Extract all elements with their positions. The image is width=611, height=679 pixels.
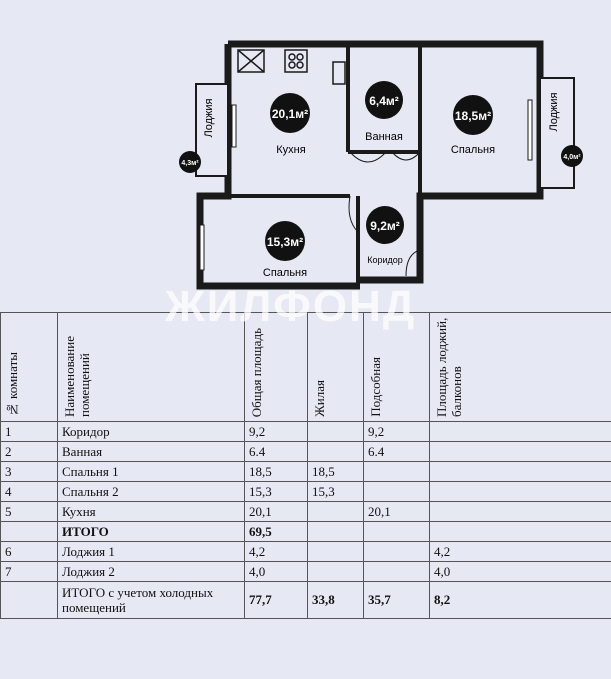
cell-aux [363,541,430,562]
room-corridor-name: Коридор [367,255,403,265]
floor-plan: 20,1м² Кухня 6,4м² Ванная 18,5м² Спальня… [179,40,583,290]
loggia-left-area: 4,3м² [181,160,199,167]
loggia-left [195,83,229,177]
cell-name: Ванная [57,441,245,462]
table-row: 3 Спальня 1 18,5 18,5 [0,461,611,482]
loggia-right-area: 4,0м² [563,154,581,161]
cell-living [307,501,364,522]
room-kitchen: 20,1м² Кухня [270,93,310,156]
cell-num: 4 [0,481,58,502]
cell-loggia [429,521,611,542]
cell-num: 6 [0,541,58,562]
cell-living [307,441,364,462]
grand-total-total: 77,7 [244,581,308,619]
cell-aux: 20,1 [363,501,430,522]
table-row: 2 Ванная 6.4 6.4 [0,441,611,462]
cell-aux: 9,2 [363,421,430,442]
room-bedroom-2: 15,3м² Спальня [263,221,307,279]
loggia-left-name: Лоджия [203,98,215,137]
walls [196,40,544,290]
cell-total: 6.4 [244,441,308,462]
itogo-total: 69,5 [244,521,308,542]
cell-living: 18,5 [307,461,364,482]
cell-name: Коридор [57,421,245,442]
grand-total-row: ИТОГО с учетом холодных помещений 77,7 3… [0,581,611,619]
cell-living: 15,3 [307,481,364,502]
explication-table-wrapper: № комнаты Наименование помещений Общая п… [0,312,611,679]
cell-loggia: 4,0 [429,561,611,582]
room-kitchen-area: 20,1м² [272,107,308,121]
cell-num [0,521,58,542]
cell-num [0,581,58,619]
cell-name: Лоджия 2 [57,561,245,582]
header-room-number: № комнаты [0,312,58,422]
room-bathroom-area: 6,4м² [369,94,399,108]
cell-living [307,561,364,582]
room-bedroom-2-area: 15,3м² [267,235,303,249]
cell-loggia [429,461,611,482]
explication-table: № комнаты Наименование помещений Общая п… [0,312,611,619]
loggia-right [539,77,575,189]
cell-loggia [429,441,611,462]
loggia-right-label: Лоджия 4,0м² [548,92,583,167]
grand-total-loggia: 8,2 [429,581,611,619]
room-kitchen-name: Кухня [276,144,305,156]
room-bathroom: 6,4м² Ванная [365,81,403,143]
cell-loggia [429,481,611,502]
table-row: 4 Спальня 2 15,3 15,3 [0,481,611,502]
loggia-left-label: Лоджия 4,3м² [179,98,215,173]
cell-living [307,421,364,442]
cell-total: 18,5 [244,461,308,482]
cell-name: Спальня 1 [57,461,245,482]
itogo-row: ИТОГО 69,5 [0,521,611,542]
table-row: 1 Коридор 9,2 9,2 [0,421,611,442]
cell-total: 9,2 [244,421,308,442]
cell-total: 15,3 [244,481,308,502]
room-bedroom-1-area: 18,5м² [455,109,491,123]
cell-living [307,541,364,562]
cell-num: 1 [0,421,58,442]
header-loggia: Площадь лоджий, балконов [429,312,611,422]
cell-num: 2 [0,441,58,462]
cell-total: 4,0 [244,561,308,582]
cell-aux [363,561,430,582]
cell-aux [363,461,430,482]
cell-loggia [429,501,611,522]
loggia-right-name: Лоджия [548,92,560,131]
header-total-area: Общая площадь [244,312,308,422]
cell-loggia [429,421,611,442]
table-row: 7 Лоджия 2 4,0 4,0 [0,561,611,582]
cell-name: Кухня [57,501,245,522]
cell-total: 20,1 [244,501,308,522]
grand-total-label: ИТОГО с учетом холодных помещений [57,581,245,619]
cell-total: 4,2 [244,541,308,562]
cell-num: 3 [0,461,58,482]
room-bedroom-2-name: Спальня [263,267,307,279]
interior-walls [228,44,422,286]
room-corridor-area: 9,2м² [370,219,400,233]
room-bedroom-1: 18,5м² Спальня [451,95,495,156]
cell-aux [363,481,430,502]
room-bathroom-name: Ванная [365,131,403,143]
cell-name: Спальня 2 [57,481,245,502]
itogo-label: ИТОГО [57,521,245,542]
cell-num: 5 [0,501,58,522]
cell-living [307,521,364,542]
header-auxiliary: Подсобная [363,312,430,422]
grand-total-living: 33,8 [307,581,364,619]
grand-total-aux: 35,7 [363,581,430,619]
room-corridor: 9,2м² Коридор [366,206,404,265]
table-header-row: № комнаты Наименование помещений Общая п… [0,312,611,422]
cell-num: 7 [0,561,58,582]
cell-name: Лоджия 1 [57,541,245,562]
cell-loggia: 4,2 [429,541,611,562]
kitchen-fixtures [237,49,346,85]
cell-aux [363,521,430,542]
table-row: 5 Кухня 20,1 20,1 [0,501,611,522]
room-bedroom-1-name: Спальня [451,144,495,156]
table-row: 6 Лоджия 1 4,2 4,2 [0,541,611,562]
watermark: ЖИЛФОНД [165,282,417,331]
cell-aux: 6.4 [363,441,430,462]
